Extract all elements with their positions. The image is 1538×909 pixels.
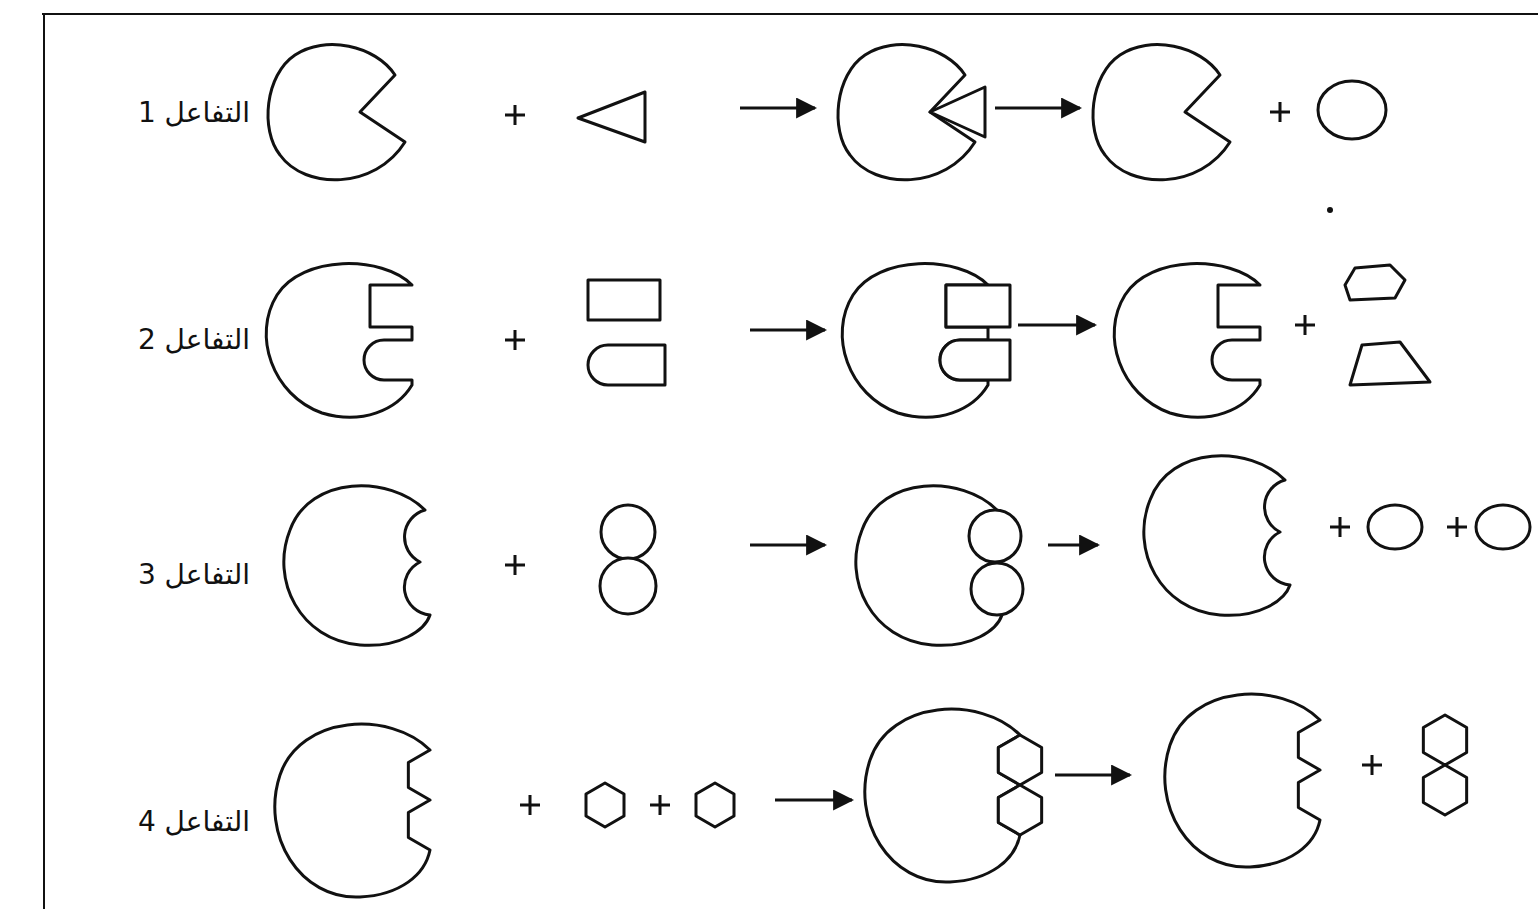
- frame-left: [43, 14, 45, 909]
- reaction-arrow: [775, 799, 852, 802]
- product-circle: [1476, 505, 1530, 549]
- reaction-label: التفاعل 2: [138, 323, 250, 357]
- plus-sign: [1362, 755, 1382, 775]
- substrate-hexagon: [586, 783, 624, 827]
- enzyme-substrate-complex: [865, 709, 1042, 882]
- reactions: [266, 45, 1530, 898]
- speck: [1327, 207, 1333, 213]
- substrate-circle: [971, 563, 1023, 615]
- reaction-arrow: [1048, 544, 1098, 547]
- enzyme: [1093, 45, 1230, 180]
- reaction-arrow: [1055, 774, 1130, 777]
- substrate-hexagon: [998, 735, 1041, 785]
- substrate-triangle: [930, 87, 985, 137]
- enzyme-substrate-complex: [856, 486, 1023, 646]
- enzyme: [275, 724, 430, 897]
- substrate-circle: [600, 558, 656, 614]
- substrate-half-round: [940, 340, 1010, 380]
- reaction-arrow: [750, 544, 825, 547]
- product-fragment: [1345, 265, 1405, 300]
- substrate-triangle: [578, 92, 645, 142]
- frame: [42, 14, 1538, 909]
- plus-sign: [1295, 315, 1315, 335]
- enzyme: [1144, 456, 1290, 616]
- reaction-arrow: [1018, 324, 1095, 327]
- plus-sign: [505, 105, 525, 125]
- reaction-label: التفاعل 3: [138, 558, 250, 592]
- enzyme: [284, 486, 430, 646]
- substrate-hexagon: [998, 785, 1041, 835]
- plus-sign: [650, 795, 670, 815]
- product-hexagon: [1423, 715, 1466, 765]
- enzyme: [266, 264, 412, 418]
- enzyme: [856, 486, 1002, 646]
- reaction-arrow: [740, 107, 815, 110]
- reaction-label: التفاعل 1: [138, 96, 250, 130]
- plus-sign: [1447, 517, 1467, 537]
- reaction-label: التفاعل 4: [138, 805, 250, 839]
- plus-sign: [505, 555, 525, 575]
- enzyme: [1114, 264, 1260, 418]
- substrate-hexagon: [696, 783, 734, 827]
- plus-sign: [520, 795, 540, 815]
- product-hexagon: [1423, 765, 1466, 815]
- enzyme: [1165, 694, 1320, 867]
- plus-sign: [505, 330, 525, 350]
- frame-top: [42, 13, 1538, 15]
- enzyme: [268, 45, 405, 180]
- reaction-arrow: [750, 329, 825, 332]
- plus-sign: [1330, 517, 1350, 537]
- enzyme-substrate-complex: [838, 45, 985, 180]
- reaction-arrow: [995, 107, 1080, 110]
- enzyme-substrate-complex: [842, 264, 1010, 418]
- substrate-circle: [601, 505, 655, 559]
- enzyme: [865, 709, 1020, 882]
- substrate-circle: [969, 510, 1021, 562]
- plus-sign: [1270, 102, 1290, 122]
- product-fragment: [1350, 342, 1430, 385]
- substrate-half-round: [588, 345, 665, 385]
- product-circle: [1368, 505, 1422, 549]
- substrate-rectangle: [588, 280, 660, 320]
- product-circle: [1318, 81, 1386, 139]
- substrate-rectangle: [946, 285, 1010, 327]
